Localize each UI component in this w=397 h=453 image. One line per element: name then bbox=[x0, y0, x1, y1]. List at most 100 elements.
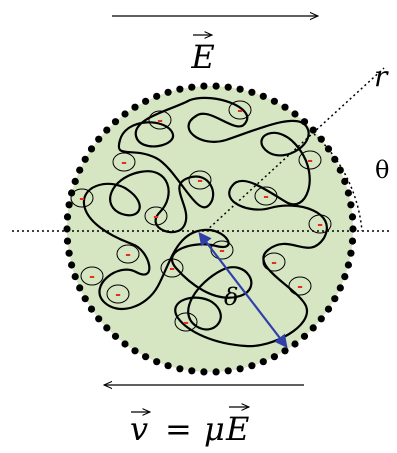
boundary-dot bbox=[259, 358, 267, 366]
charge: - bbox=[148, 110, 172, 130]
boundary-dot bbox=[142, 353, 150, 361]
radius-line bbox=[205, 67, 385, 232]
radius-label: r bbox=[374, 60, 389, 93]
boundary-dot bbox=[324, 305, 333, 313]
boundary-dot bbox=[68, 261, 76, 269]
svg-text:-: - bbox=[157, 113, 163, 129]
boundary-dot bbox=[344, 189, 352, 197]
boundary-dot bbox=[212, 82, 220, 90]
delta-label: δ bbox=[224, 283, 238, 311]
boundary-dot bbox=[341, 177, 349, 185]
svg-text:-: - bbox=[183, 315, 189, 331]
boundary-dot bbox=[81, 295, 89, 303]
boundary-dot bbox=[336, 166, 344, 174]
boundary-dot bbox=[291, 110, 299, 118]
charge: - bbox=[308, 214, 332, 234]
boundary-dot bbox=[121, 110, 129, 118]
svg-text:-: - bbox=[115, 287, 121, 303]
boundary-dot bbox=[111, 118, 120, 126]
svg-text:-: - bbox=[121, 155, 127, 171]
velocity-e: E bbox=[225, 410, 249, 448]
svg-text:-: - bbox=[169, 261, 175, 277]
charge: - bbox=[298, 150, 322, 170]
boundary-dot bbox=[236, 365, 244, 373]
boundary-dot bbox=[103, 126, 111, 134]
boundary-dot bbox=[248, 362, 256, 370]
boundary-dot bbox=[87, 305, 96, 313]
boundary-dot bbox=[281, 347, 289, 355]
svg-text:-: - bbox=[79, 191, 85, 207]
boundary-dot bbox=[200, 368, 208, 376]
boundary-dot bbox=[188, 83, 196, 91]
boundary-dot bbox=[164, 362, 172, 370]
boundary-dot bbox=[153, 92, 161, 100]
svg-text:-: - bbox=[297, 279, 303, 295]
svg-text:-: - bbox=[317, 217, 323, 233]
boundary-dot bbox=[259, 92, 267, 100]
boundary-dot bbox=[71, 273, 79, 281]
mobility-mu: μ bbox=[204, 410, 225, 448]
boundary-dot bbox=[65, 249, 73, 257]
charge: - bbox=[288, 276, 312, 296]
boundary-dot bbox=[212, 368, 220, 376]
boundary-dot bbox=[291, 340, 299, 348]
boundary-dot bbox=[309, 324, 317, 332]
boundary-dot bbox=[348, 213, 357, 221]
boundary-dot bbox=[111, 332, 120, 340]
boundary-dot bbox=[131, 347, 139, 355]
charge: - bbox=[228, 100, 252, 120]
boundary-dot bbox=[281, 103, 289, 111]
charge: - bbox=[160, 258, 184, 278]
svg-text:-: - bbox=[263, 189, 269, 205]
boundary-dot bbox=[103, 324, 111, 332]
equals-sign: = bbox=[165, 410, 192, 448]
charge: - bbox=[174, 312, 198, 332]
angle-label: θ bbox=[375, 156, 389, 184]
boundary-dot bbox=[121, 340, 129, 348]
field-label: E bbox=[190, 35, 215, 76]
polymer-chain bbox=[82, 96, 328, 348]
boundary-dot bbox=[95, 315, 103, 323]
boundary-dot bbox=[331, 295, 339, 303]
boundary-dot bbox=[81, 155, 89, 163]
boundary-dot bbox=[200, 82, 208, 90]
delta-arrow bbox=[198, 231, 288, 349]
svg-text:-: - bbox=[153, 209, 159, 225]
velocity-equation: v = μ E bbox=[130, 407, 249, 448]
svg-text:-: - bbox=[237, 103, 243, 119]
boundary-dot bbox=[176, 365, 184, 373]
boundary-dot bbox=[68, 189, 76, 197]
svg-text:-: - bbox=[219, 243, 225, 259]
charge: - bbox=[188, 170, 212, 190]
boundary-dot bbox=[63, 237, 72, 245]
charge: - bbox=[144, 206, 168, 226]
boundary-dot bbox=[336, 284, 344, 292]
boundary-dot bbox=[347, 249, 355, 257]
svg-text:-: - bbox=[197, 173, 203, 189]
boundary-dot bbox=[76, 166, 84, 174]
boundary-dot bbox=[317, 315, 325, 323]
charge: - bbox=[116, 244, 140, 264]
boundary-dot bbox=[188, 367, 196, 375]
svg-text:-: - bbox=[125, 247, 131, 263]
charge: - bbox=[106, 284, 130, 304]
velocity-v: v bbox=[130, 410, 148, 448]
charge: - bbox=[70, 188, 94, 208]
svg-text:-: - bbox=[307, 153, 313, 169]
boundary-dot bbox=[87, 145, 96, 153]
boundary-dot bbox=[236, 85, 244, 93]
boundary-dot bbox=[248, 88, 256, 96]
boundary-dot bbox=[348, 237, 357, 245]
angle-arc bbox=[313, 133, 363, 232]
boundary-dot bbox=[300, 118, 309, 126]
field-e-symbol: E bbox=[190, 38, 214, 76]
charge: - bbox=[80, 266, 104, 286]
charge: - bbox=[112, 152, 136, 172]
boundary-dot bbox=[224, 367, 232, 375]
boundary-dot bbox=[317, 135, 325, 143]
boundary-dot bbox=[153, 358, 161, 366]
boundary-dot bbox=[71, 177, 79, 185]
boundary-dot bbox=[164, 88, 172, 96]
boundary-dot bbox=[300, 332, 309, 340]
boundary-dot bbox=[95, 135, 103, 143]
